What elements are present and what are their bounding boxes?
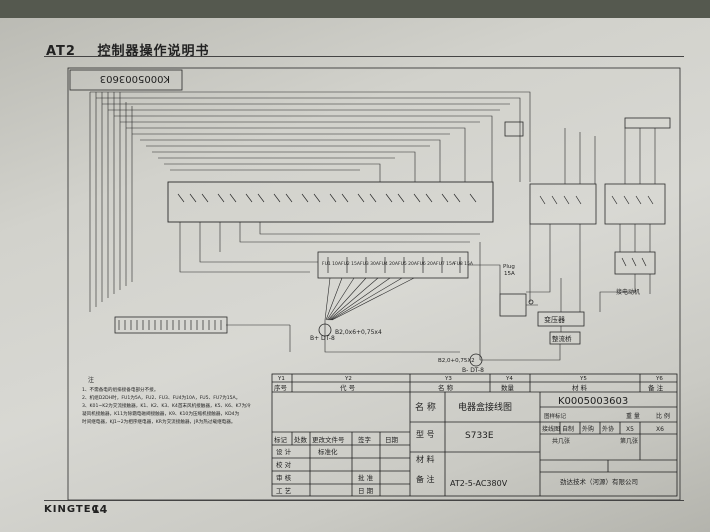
ground-label-2: B- DT-8 [462,367,484,374]
rectifier-label: 整流桥 [552,334,572,343]
ground-terminal-plus [318,323,332,337]
stage-item: 外协 [602,425,614,433]
terminal-strip [114,316,228,334]
fuse-label: FU6 20A [417,261,437,267]
ground-label: B+ DT-8 [310,335,335,342]
plug-label: Plug [503,264,515,270]
code-box [69,69,183,91]
date-label: 日 期 [358,487,374,495]
sign-count: 处数 [294,435,308,444]
note-line: 1、不需备电的组排接备电部分不接。 [82,386,158,393]
page-header: AT2 控制器操作说明书 [46,40,210,59]
drawing-frame [67,67,681,501]
col-y4: Y4 [505,376,513,382]
col-y1: Y1 [277,376,285,382]
role-process: 工 艺 [276,487,292,495]
plug-node [528,299,534,305]
ground-terminal-minus [469,353,483,367]
header-model: AT2 [46,44,76,59]
stage-label: 图样标记 [544,412,567,420]
notes-block: 注 1、不需备电的组排接备电部分不接。 2、机组D2DH时，FU1为5A，FU2… [82,376,251,425]
sign-date: 日期 [385,436,399,444]
model-value: S733E [465,431,494,441]
code-top-text: K0005003603 [100,73,170,84]
col-y5: Y5 [579,376,587,382]
drawing-number: K0005003603 [558,396,628,407]
wiring-diagram: K0005003603 B+ DT-8 B2,0x6+0,75x4 B2,0+0… [67,67,681,501]
note-line: 时间继电器，KJ1~2为相序继电器，KR为交流接触器，JR为热过载继电器。 [82,418,235,425]
aux-relay-box [504,121,524,137]
motor-relay-block [614,251,656,275]
sheet-no: 第几张 [620,437,638,445]
sign-file: 更改文件号 [312,435,345,444]
sign-mark: 标记 [274,435,288,444]
col-header: 序号 [274,383,288,392]
rectifier-box [549,331,581,345]
sign-signature: 签字 [358,435,372,444]
wire-spec-main: B2,0x6+0,75x4 [335,329,382,336]
col-y3: Y3 [444,376,452,382]
col-header: 名 称 [438,383,454,392]
title-block [271,373,678,497]
name-value: 电器盒接线图 [458,401,512,413]
col-y6: Y6 [655,376,663,382]
company-name: 劲达技术（河源）有限公司 [560,477,638,486]
footer-brand: KINGTEC [44,504,100,515]
fuse-label: FU8 15A [454,261,474,267]
footer-rule [44,500,684,501]
fuse-label: FU5 20A [398,261,418,267]
remark-label: 备 注 [416,474,435,484]
page-edge-shadow [0,0,710,18]
wire-spec-aux: B2,0+0,75X2 [438,358,475,364]
fuse-label: FU7 15A [436,261,456,267]
motor-label: 接电动机 [616,288,640,296]
col-header: 材 料 [572,383,588,392]
note-line: 2、机组D2DH时，FU1为5A，FU2、FU3、FU4为10A，FU5、FU7… [82,394,240,401]
col-header: 数量 [501,383,515,392]
weight-label: 重 量 [626,412,640,420]
wires [89,91,656,361]
model-label: 型 号 [416,430,435,439]
contactor-symbols [118,193,654,330]
fuse-value-1: 15A [504,271,515,277]
weight-value: X5 [626,426,634,433]
col-header: 代 号 [340,383,356,392]
note-line: 凝风机接触器，K11为除霜电磁阀接触器，K9、K10为压缩机接触器，KD4为 [82,410,240,417]
notes-title: 注 [88,376,94,384]
col-header: 备 注 [648,383,664,392]
fuse-label: FU3 30A [360,261,380,267]
stage-item: 自制 [562,425,574,433]
transformer-label: 变压器 [544,315,565,324]
role-check: 校 对 [276,460,292,469]
contactor-block [167,181,494,223]
right-contactor-block-2 [604,183,666,225]
main-breaker [624,117,671,129]
fuse-label: FU1 10A [322,261,342,267]
small-relay-box [499,293,527,317]
note-line: 3、K01~K2为交流接触器，K1、K2、K3、K4首末风机接触器，K5、K6、… [82,402,251,409]
header-title: 控制器操作说明书 [97,44,210,59]
fuse-label: FU4 20A [379,261,399,267]
page-number: 14 [92,503,108,516]
scale-value: X6 [656,426,664,433]
std-label: 标准化 [318,447,338,456]
fuse-labels: FU1 10A FU2 15A FU3 30A FU4 20A FU5 20A … [322,261,474,267]
col-y2: Y2 [344,376,352,382]
header-rule [44,56,684,57]
approve-label: 批 准 [358,473,374,482]
material-label: 材 料 [416,454,435,464]
total-sheets: 共几张 [552,437,570,445]
stage-item: 接线图 [542,425,560,433]
stage-item: 外购 [582,425,594,433]
remark-value: AT2-5-AC380V [450,479,508,488]
right-contactor-block-1 [529,183,597,225]
title-block-text: Y1 Y2 Y3 Y4 Y5 Y6 序号 代 号 名 称 数量 材 料 备 注 … [274,376,670,495]
role-design: 设 计 [276,447,292,456]
name-label: 名 称 [415,401,436,413]
fuse-label: FU2 15A [341,261,361,267]
scale-label: 比 例 [656,412,670,420]
role-review: 审 核 [276,473,292,482]
